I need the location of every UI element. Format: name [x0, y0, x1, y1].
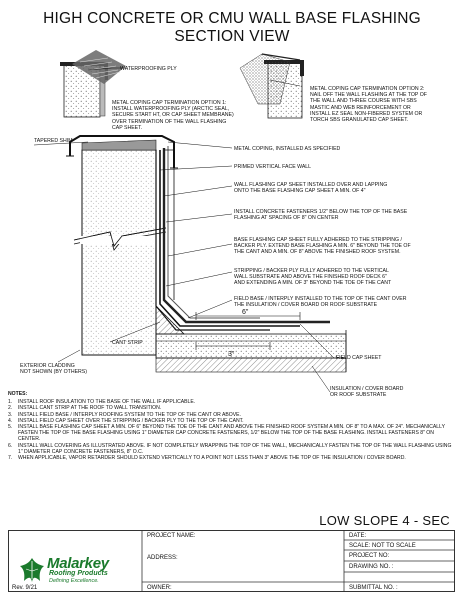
scale-label: SCALE: NOT TO SCALE [349, 543, 416, 549]
label-field-base: FIELD BASE / INTERPLY INSTALLED TO THE T… [234, 296, 407, 309]
sheet-title: LOW SLOPE 4 - SEC [319, 513, 450, 528]
note-item: 1.INSTALL ROOF INSULATION TO THE BASE OF… [8, 399, 196, 406]
label-field-cap: FIELD CAP SHEET [336, 355, 382, 361]
logo-name: Malarkey [47, 555, 109, 572]
label-option2: METAL COPING CAP TERMINATION OPTION 2: N… [310, 86, 427, 124]
concrete-wall [73, 149, 167, 356]
owner-label: OWNER: [147, 585, 172, 591]
address-label: ADDRESS: [147, 555, 178, 561]
project-name-label: PROJECT NAME: [147, 533, 196, 539]
label-insulation: INSULATION / COVER BOARD OR ROOF SUBSTRA… [330, 386, 404, 399]
submittal-no-label: SUBMITTAL NO. : [349, 585, 398, 591]
drawing-no-label: DRAWING NO. : [349, 564, 394, 570]
project-no-label: PROJECT NO: [349, 553, 390, 559]
label-wall-flashing: WALL FLASHING CAP SHEET INSTALLED OVER A… [234, 182, 388, 195]
note-item: 7.WHEN APPLICABLE, VAPOR RETARDER SHOULD… [8, 455, 406, 462]
title-block-grid [141, 530, 455, 592]
label-exterior-cladding: EXTERIOR CLADDING NOT SHOWN (BY OTHERS) [20, 363, 87, 376]
option1-detail-thumbnail [60, 50, 126, 118]
label-metal-coping: METAL COPING, INSTALLED AS SPECIFIED [234, 146, 341, 152]
logo-tagline: Defining Excellence. [49, 578, 99, 584]
note-item: 4.INSTALL FIELD CAP SHEET OVER THE STRIP… [8, 417, 244, 424]
label-base-flashing: BASE FLASHING CAP SHEET FULLY ADHERED TO… [234, 237, 411, 256]
insulation-layer [155, 330, 347, 373]
label-stripping: STRIPPING / BACKER PLY FULLY ADHERED TO … [234, 268, 392, 287]
flashing-layers [155, 146, 330, 331]
leaf-icon [20, 558, 44, 582]
option2-detail-thumbnail [239, 53, 304, 119]
note-item: 5.INSTALL BASE FLASHING CAP SHEET A MIN.… [8, 424, 445, 443]
notes-section: NOTES: 1.INSTALL ROOF INSULATION TO THE … [8, 391, 454, 461]
notes-heading: NOTES: [8, 391, 28, 397]
note-item: 6.INSTALL WALL COVERING AS ILLUSTRATED A… [8, 442, 452, 455]
drawing-title-line1: HIGH CONCRETE OR CMU WALL BASE FLASHING [43, 10, 421, 27]
revision-label: Rev. 9/21 [12, 585, 38, 591]
dimension-lines [195, 312, 301, 350]
label-tapered-shim: TAPERED SHIM [34, 138, 73, 144]
label-cant-strip: CANT STRIP [112, 340, 143, 346]
title-block: PROJECT NAME: ADDRESS: OWNER: DATE: SCAL… [8, 530, 455, 592]
label-fasteners: INSTALL CONCRETE FASTENERS 1/2" BELOW TH… [234, 209, 408, 222]
label-waterproofing-ply: WATERPROOFING PLY [120, 66, 177, 72]
dimension-6in: 6" [242, 309, 249, 316]
cant-strip [155, 305, 185, 335]
malarkey-logo: Malarkey Roofing Products Defining Excel… [19, 555, 137, 587]
label-primed-wall: PRIMED VERTICAL FACE WALL [234, 164, 312, 170]
logo-subtitle: Roofing Products [49, 570, 108, 577]
note-item: 2.INSTALL CANT STRIP AT THE ROOF TO WALL… [8, 405, 162, 412]
leader-lines [33, 67, 335, 393]
note-item: 3.INSTALL FIELD BASE / INTERPLY ROOFING … [8, 411, 241, 418]
drawing-title-line2: SECTION VIEW [174, 28, 290, 45]
date-label: DATE: [349, 533, 367, 539]
label-option1: METAL COPING CAP TERMINATION OPTION 1: I… [112, 100, 234, 131]
dimension-3in: 3" [228, 351, 235, 358]
